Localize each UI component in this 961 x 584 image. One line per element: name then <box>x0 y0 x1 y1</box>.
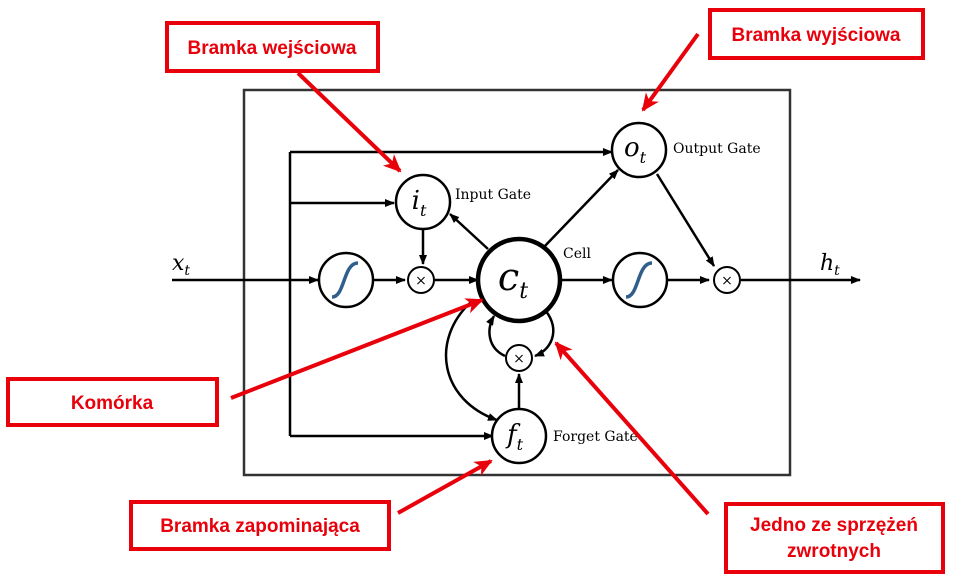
multiply-node-forget: × <box>505 344 533 372</box>
input-gate-node: it <box>394 173 452 231</box>
multiply-node-output: × <box>713 266 741 294</box>
input-gate-label: Input Gate <box>455 187 531 203</box>
sigmoid-activation-output <box>611 251 669 309</box>
callout-arrow-output-gate <box>641 32 700 112</box>
input-x-label: xt <box>172 251 190 279</box>
diagram-frame <box>242 88 792 477</box>
callout-arrow-input-gate <box>296 71 402 173</box>
callout-arrow-forget-gate <box>397 459 493 515</box>
callout-output-gate: Bramka wyjściowa <box>708 8 925 60</box>
cell-node: ct <box>475 236 563 324</box>
connections <box>172 148 861 440</box>
forget-gate-label: Forget Gate <box>553 429 638 445</box>
callout-output-gate-text: Bramka wyjściowa <box>732 25 901 46</box>
callout-feedback-text-line1: Jedno ze sprzężeń <box>750 515 918 536</box>
callout-forget-gate-text: Bramka zapominająca <box>160 516 360 537</box>
callout-cell: Komórka <box>6 377 219 427</box>
multiply-symbol: × <box>513 351 525 367</box>
multiply-node-input: × <box>407 266 435 294</box>
multiply-symbol: × <box>415 273 427 289</box>
output-h-label: ht <box>820 251 840 279</box>
callout-input-gate: Bramka wejściowa <box>165 21 380 73</box>
cell-to-forget-gate <box>444 301 498 422</box>
feedback-loop-in <box>486 315 506 358</box>
callout-forget-gate: Bramka zapominająca <box>129 500 391 551</box>
multiply-symbol: × <box>721 273 733 289</box>
cell-to-input-gate <box>449 213 489 250</box>
output-gate-label: Output Gate <box>673 141 761 157</box>
sigmoid-activation-input <box>317 251 375 309</box>
cell-to-output-gate <box>542 169 619 249</box>
output-gate-node: ot <box>610 121 668 179</box>
callout-arrow-feedback <box>554 341 710 516</box>
callout-input-gate-text: Bramka wejściowa <box>188 38 357 59</box>
callout-arrow-cell <box>230 298 484 400</box>
output-gate-to-multiply <box>655 173 716 267</box>
sigmoid-curve-icon <box>625 261 653 299</box>
forget-gate-node: ft <box>490 407 548 465</box>
cell-label: Cell <box>563 246 591 262</box>
svg-text:ct: ct <box>498 255 528 304</box>
callout-feedback: Jedno ze sprzężeń zwrotnych <box>724 502 945 574</box>
svg-text:it: it <box>412 186 427 220</box>
sigmoid-curve-icon <box>331 261 359 299</box>
callout-feedback-text-line2: zwrotnych <box>787 541 881 562</box>
svg-text:ot: ot <box>624 133 647 167</box>
callout-arrows <box>230 32 710 516</box>
callout-cell-text: Komórka <box>71 393 154 414</box>
